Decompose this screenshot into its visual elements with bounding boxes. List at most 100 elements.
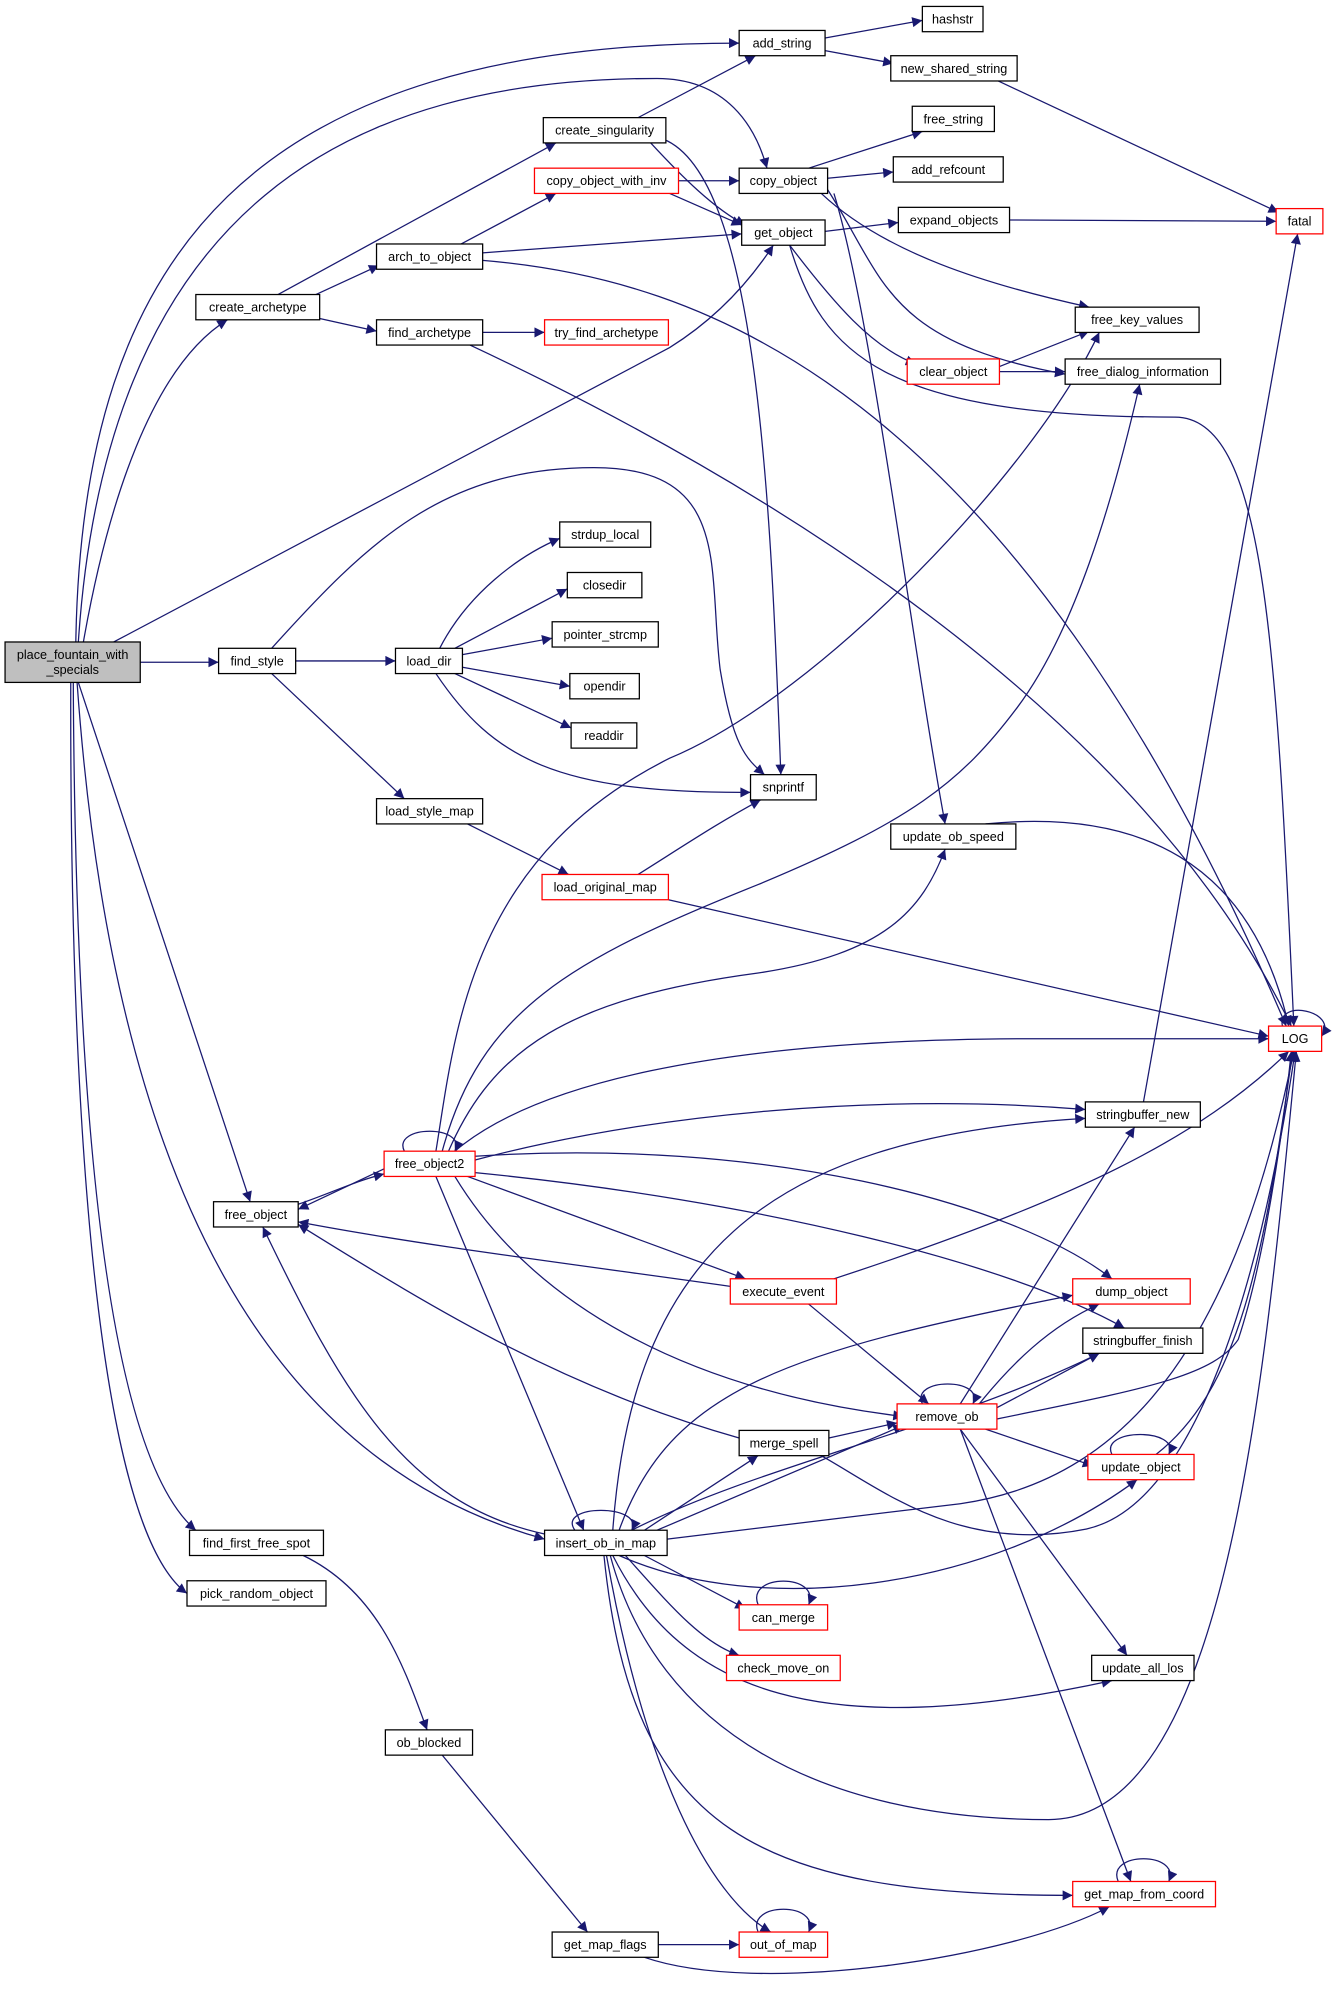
node-pointer-strcmp[interactable]: pointer_strcmp (551, 621, 659, 648)
node-free-string[interactable]: free_string (911, 105, 996, 133)
edge-insert_ob_in_map-to-get_map_from_coord (603, 1555, 1073, 1901)
node-expand-objects[interactable]: expand_objects (897, 206, 1011, 234)
node-strdup-local[interactable]: strdup_local (559, 521, 652, 548)
edge-get_map_flags-to-get_map_from_coord (644, 1906, 1110, 1975)
edge-free_object2-to-free_object (297, 1168, 385, 1210)
node-fatal[interactable]: fatal (1275, 207, 1324, 235)
node-create-archetype[interactable]: create_archetype (195, 293, 321, 321)
node-load-dir[interactable]: load_dir (394, 647, 464, 675)
node-label: copy_object (750, 174, 818, 188)
node-new-shared-string[interactable]: new_shared_string (890, 55, 1018, 82)
node-create-singularity[interactable]: create_singularity (542, 116, 667, 144)
node-box (738, 1604, 829, 1631)
node-opendir[interactable]: opendir (569, 672, 640, 700)
node-load-original-map[interactable]: load_original_map (541, 873, 670, 901)
node-update-ob-speed[interactable]: update_ob_speed (890, 823, 1017, 850)
node-label: snprintf (763, 781, 805, 795)
edge-get_object-to-LOG (789, 245, 1299, 1027)
node-label: update_ob_speed (903, 830, 1004, 844)
node-label: copy_object_with_inv (546, 174, 667, 188)
node-label: strdup_local (571, 528, 639, 542)
edge-remove_ob-to-update_object (985, 1428, 1094, 1468)
edge-insert_ob_in_map-to-dump_object (618, 1292, 1073, 1531)
node-pick-random-object[interactable]: pick_random_object (186, 1580, 327, 1607)
edge-load_dir-to-pointer_strcmp (462, 635, 553, 656)
edge-copy_object-to-free_dialog_information (827, 189, 1066, 378)
node-box (1267, 1025, 1323, 1052)
edge-free_object2-to-update_ob_speed (447, 848, 947, 1152)
node-copy-object[interactable]: copy_object (738, 167, 829, 195)
edge-execute_event-to-LOG (833, 1050, 1290, 1280)
node-update-all-los[interactable]: update_all_los (1091, 1654, 1195, 1682)
node-closedir[interactable]: closedir (566, 571, 643, 599)
edge-create_archetype-to-arch_to_object (315, 264, 380, 296)
node-add-refcount[interactable]: add_refcount (892, 156, 1004, 183)
node-free-key-values[interactable]: free_key_values (1074, 306, 1200, 334)
node-free-object[interactable]: free_object (212, 1201, 299, 1228)
node-snprintf[interactable]: snprintf (749, 774, 817, 801)
edge-place-to-create_archetype (82, 319, 228, 643)
edge-new_shared_string-to-fatal (997, 80, 1279, 213)
node-arch-to-object[interactable]: arch_to_object (375, 243, 484, 270)
edge-can_merge-to-can_merge (756, 1580, 818, 1606)
edge-load_dir-to-readdir (454, 672, 572, 729)
edge-place-to-pick_random_object (70, 682, 188, 1594)
node-ob-blocked[interactable]: ob_blocked (384, 1729, 474, 1756)
edge-create_archetype-to-find_archetype (319, 317, 377, 334)
node-try-find-archetype[interactable]: try_find_archetype (543, 319, 670, 346)
node-get-map-from-coord[interactable]: get_map_from_coord (1072, 1880, 1217, 1908)
node-load-style-map[interactable]: load_style_map (375, 798, 484, 825)
edge-insert_ob_in_map-to-update_all_los (612, 1555, 1113, 1709)
node-update-object[interactable]: update_object (1087, 1453, 1195, 1481)
node-add-string[interactable]: add_string (738, 29, 826, 57)
node-check-move-on[interactable]: check_move_on (725, 1654, 841, 1682)
node-label: new_shared_string (901, 62, 1008, 76)
node-LOG[interactable]: LOG (1267, 1025, 1323, 1052)
edge-insert_ob_in_map-to-check_move_on (624, 1555, 740, 1657)
edge-place-to-add_string (75, 38, 740, 642)
node-get-object[interactable]: get_object (741, 219, 826, 246)
node-label: hashstr (932, 12, 973, 26)
node-out-of-map[interactable]: out_of_map (738, 1931, 829, 1958)
edge-create_archetype-to-create_singularity (277, 142, 557, 296)
node-box (1091, 1654, 1195, 1682)
node-readdir[interactable]: readdir (570, 722, 638, 749)
node-free-object2[interactable]: free_object2 (383, 1150, 476, 1178)
edge-insert_ob_in_map-to-remove_ob (656, 1424, 904, 1531)
edge-copy_object-to-free_key_values (820, 192, 1090, 310)
node-can-merge[interactable]: can_merge (738, 1604, 829, 1631)
edge-arch_to_object-to-copy_object_with_inv (460, 192, 557, 245)
node-label: arch_to_object (388, 250, 471, 264)
node-find-style[interactable]: find_style (217, 647, 297, 675)
node-place[interactable]: place_fountain_with_specials (4, 641, 141, 684)
edge-find_style-to-snprintf (271, 466, 765, 776)
node-box (375, 243, 484, 270)
edge-place-to-find_first_free_spot (72, 682, 197, 1531)
node-label: add_refcount (911, 163, 985, 177)
node-remove-ob[interactable]: remove_ob (896, 1403, 998, 1430)
node-insert-ob-in-map[interactable]: insert_ob_in_map (543, 1529, 668, 1557)
edge-merge_spell-to-free_object (297, 1223, 740, 1439)
node-hashstr[interactable]: hashstr (921, 5, 984, 33)
edge-expand_objects-to-fatal (1009, 216, 1277, 227)
node-execute-event[interactable]: execute_event (729, 1278, 838, 1305)
edge-copy_object-to-add_refcount (827, 167, 894, 179)
edge-free_object2-to-dump_object (475, 1152, 1113, 1280)
edge-remove_ob-to-update_all_los (959, 1428, 1128, 1656)
edges (70, 17, 1332, 1975)
edge-load_dir-to-closedir (454, 588, 568, 649)
node-free-dialog-information[interactable]: free_dialog_information (1064, 358, 1222, 385)
edge-free_object2-to-execute_event (467, 1175, 746, 1281)
edge-ob_blocked-to-get_map_flags (441, 1754, 589, 1933)
node-dump-object[interactable]: dump_object (1072, 1278, 1191, 1305)
node-merge-spell[interactable]: merge_spell (738, 1429, 830, 1457)
node-clear-object[interactable]: clear_object (906, 358, 1001, 385)
node-find-archetype[interactable]: find_archetype (375, 319, 484, 346)
node-stringbuffer-new[interactable]: stringbuffer_new (1084, 1101, 1201, 1128)
node-label: readdir (584, 729, 623, 743)
node-stringbuffer-finish[interactable]: stringbuffer_finish (1082, 1327, 1204, 1354)
node-find-first-free-spot[interactable]: find_first_free_spot (188, 1529, 325, 1557)
node-get-map-flags[interactable]: get_map_flags (551, 1931, 659, 1958)
node-copy-object-with-inv[interactable]: copy_object_with_inv (533, 167, 680, 195)
node-box (1087, 1453, 1195, 1481)
